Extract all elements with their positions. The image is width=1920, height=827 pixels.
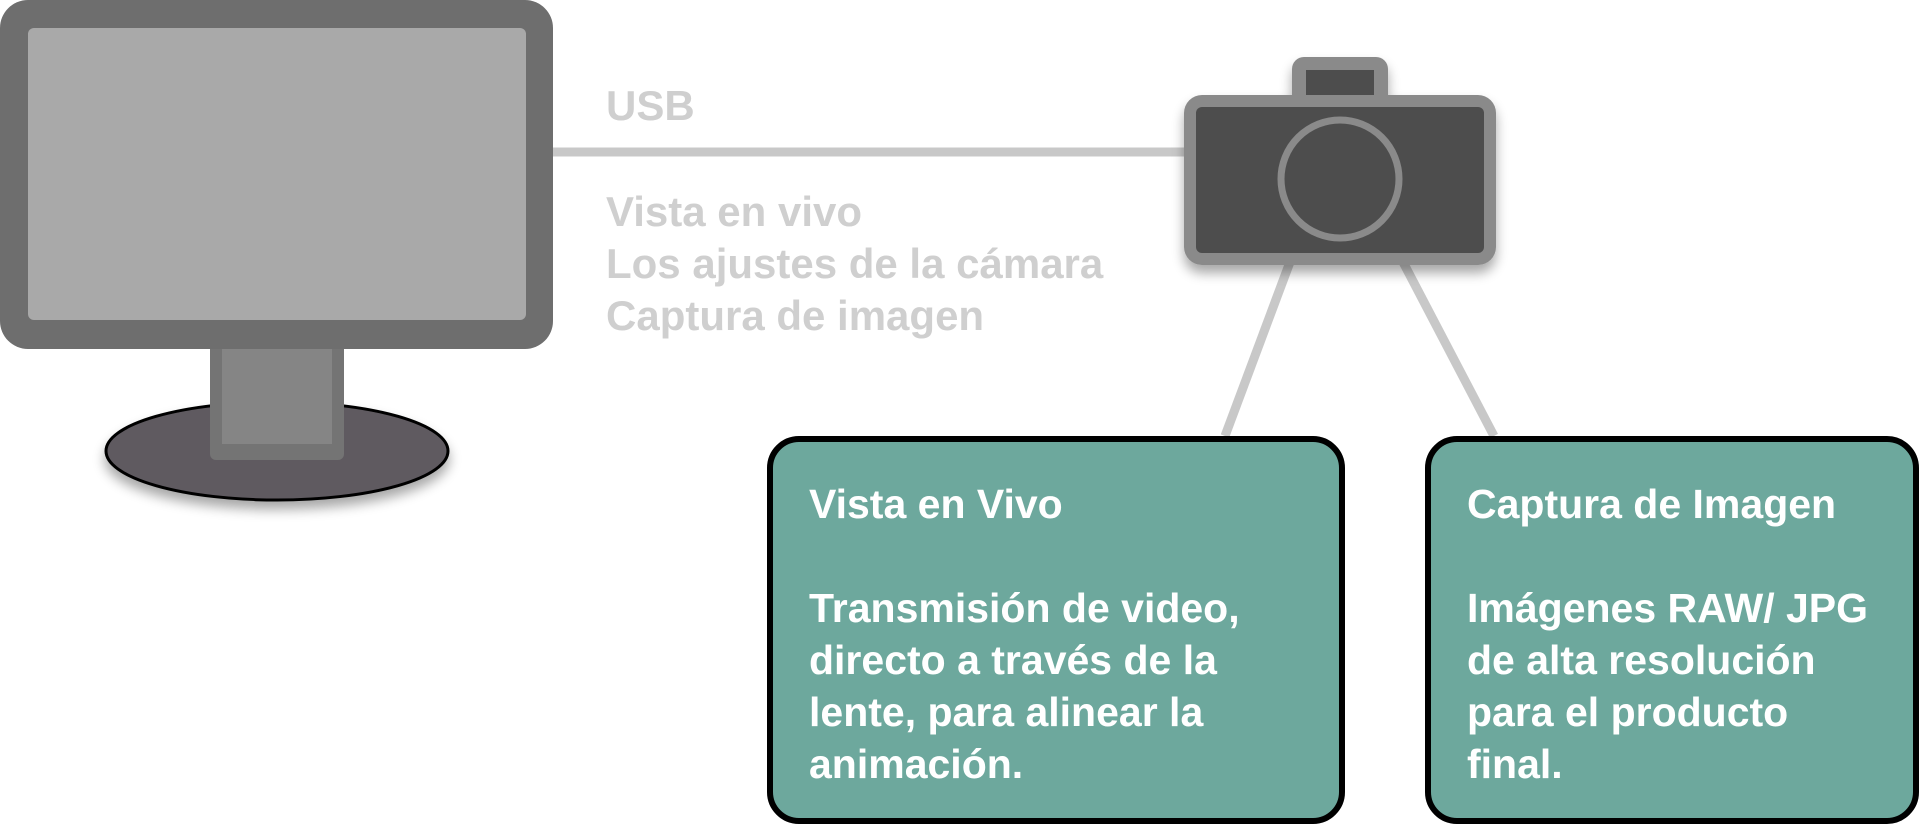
usb-label: USB <box>606 82 695 129</box>
image-capture-description: Imágenes RAW/ JPG de alta resolución par… <box>1467 585 1869 787</box>
live-view-description: Transmisión de video, directo a través d… <box>809 585 1240 787</box>
feature-item-image-capture: Captura de imagen <box>606 292 985 339</box>
connection-feature-list: Vista en vivo Los ajustes de la cámara C… <box>606 186 1103 342</box>
feature-item-camera-settings: Los ajustes de la cámara <box>606 240 1104 287</box>
image-capture-title: Captura de Imagen <box>1467 481 1837 527</box>
camera-icon <box>1184 57 1496 265</box>
camera-lens <box>1277 116 1403 242</box>
live-view-title: Vista en Vivo <box>809 481 1063 527</box>
connector-to-live-view <box>1220 260 1295 438</box>
feature-item-live-view: Vista en vivo <box>606 188 863 235</box>
connector-to-image-capture <box>1399 259 1498 439</box>
image-capture-box: Captura de Imagen Imágenes RAW/ JPG de a… <box>1425 436 1919 824</box>
monitor-screen <box>28 28 526 320</box>
live-view-box: Vista en Vivo Transmisión de video, dire… <box>767 436 1345 824</box>
monitor-icon <box>0 0 553 502</box>
